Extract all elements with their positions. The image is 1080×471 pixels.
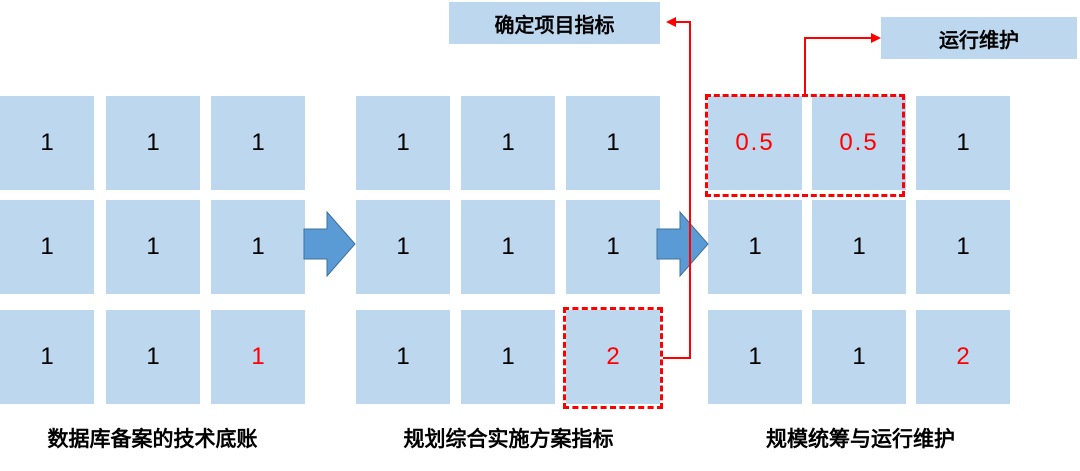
callout-confirm-indicators: 确定项目指标	[449, 2, 660, 44]
callout-operation-maintenance: 运行维护	[881, 17, 1077, 59]
highlight-dashed-box	[705, 94, 905, 197]
caption-plan-indicators: 规划综合实施方案指标	[403, 427, 614, 451]
flow-arrow-right-2	[656, 210, 709, 278]
connector-to-confirm-indicators	[663, 17, 691, 359]
grid2-cell: 1	[461, 200, 555, 294]
grid3-cell: 1	[708, 200, 802, 294]
flow-arrow-right-1	[303, 210, 356, 278]
grid2-cell: 1	[356, 200, 450, 294]
grid1-cell: 1	[0, 96, 94, 190]
grid1-cell: 1	[106, 96, 200, 190]
caption-technical-ledger: 数据库备案的技术底账	[47, 427, 258, 451]
grid2-cell: 1	[566, 200, 660, 294]
highlight-dashed-box	[563, 307, 663, 409]
grid3-cell-highlight: 2	[916, 310, 1010, 404]
caption-scale-operation: 规模统筹与运行维护	[766, 427, 955, 451]
grid3-cell: 1	[916, 200, 1010, 294]
grid2-cell-highlight: 2	[566, 310, 660, 404]
grid3-cell-highlight: 0.5	[708, 96, 802, 190]
grid2-cell: 1	[461, 310, 555, 404]
connector-to-operation-maintenance	[804, 33, 881, 94]
grid1-cell: 1	[0, 310, 94, 404]
grid1-cell: 1	[211, 200, 305, 294]
grid2-cell: 1	[566, 96, 660, 190]
grid3-cell-highlight: 0.5	[812, 96, 906, 190]
grid3-cell: 1	[708, 310, 802, 404]
grid2-cell: 1	[356, 310, 450, 404]
grid1-cell: 1	[211, 96, 305, 190]
grid1-cell: 1	[106, 310, 200, 404]
grid2-cell: 1	[356, 96, 450, 190]
grid3-cell: 1	[916, 96, 1010, 190]
grid1-cell-highlight: 1	[211, 310, 305, 404]
grid1-cell: 1	[0, 200, 94, 294]
grid3-cell: 1	[812, 310, 906, 404]
grid3-cell: 1	[812, 200, 906, 294]
grid1-cell: 1	[106, 200, 200, 294]
grid2-cell: 1	[461, 96, 555, 190]
